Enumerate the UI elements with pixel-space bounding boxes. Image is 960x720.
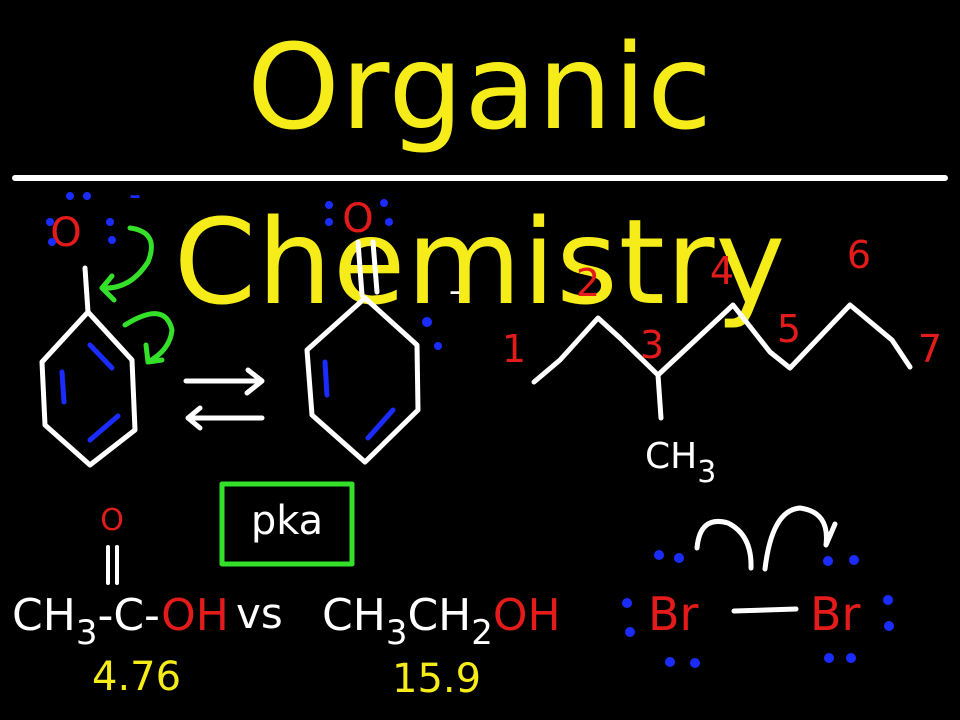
- equilibrium-arrow: [183, 367, 265, 431]
- pka-label: pka: [251, 498, 323, 544]
- phenoxide-structure: O -: [39, 175, 175, 468]
- negative-charge: -: [129, 175, 141, 215]
- zigzag-chain: [531, 302, 913, 385]
- pi-bonds: [59, 342, 121, 443]
- ethanol-formula: CH3CH2OH: [322, 590, 561, 653]
- bromine-atom-left: Br: [648, 587, 699, 641]
- bromine-molecule: Br Br: [622, 505, 894, 668]
- methyl-bond: [655, 372, 664, 421]
- pi-bonds: [322, 359, 396, 441]
- ethanol-pka: 15.9: [392, 656, 481, 702]
- carbonyl-double-bond: [106, 545, 119, 585]
- negative-charge: -: [449, 271, 461, 311]
- carbon-chain: 1 2 3 4 5 6 7 CH3: [502, 233, 942, 490]
- acetic-acid-formula: CH3-C-OH: [12, 590, 229, 653]
- benzene-ring: [39, 265, 138, 468]
- carbanion-structure: O -: [304, 196, 461, 465]
- fishhook-arrows: [694, 505, 838, 572]
- lone-pairs: [46, 192, 116, 246]
- oxygen-atom: O: [50, 210, 81, 256]
- carbon-number-4: 4: [710, 249, 734, 293]
- carbonyl-oxygen: O: [100, 503, 124, 538]
- carbon-numbers: 1 2 3 4 5 6 7: [502, 233, 942, 371]
- bromine-atom-right: Br: [810, 587, 861, 641]
- cyclohexadienone-ring: [304, 295, 421, 465]
- vs-label: vs: [236, 589, 283, 638]
- methyl-group: CH3: [645, 436, 716, 490]
- acetic-acid-pka: 4.76: [92, 654, 181, 700]
- carbon-number-7: 7: [918, 327, 942, 371]
- pka-comparison: pka O CH3-C-OH 4.76 vs CH3CH2OH 15.9: [12, 481, 561, 702]
- lone-pairs: [622, 550, 894, 668]
- br-br-bond: [731, 606, 799, 614]
- oxygen-atom: O: [342, 196, 373, 242]
- carbon-number-2: 2: [576, 261, 600, 305]
- lone-pairs: [325, 199, 442, 350]
- page-title: Organic Chemistry: [173, 18, 787, 331]
- carbon-number-5: 5: [777, 307, 801, 351]
- curved-arrows: [99, 225, 175, 365]
- carbon-number-3: 3: [640, 323, 664, 367]
- carbon-number-6: 6: [847, 233, 871, 277]
- pka-box: [219, 481, 355, 567]
- carbonyl-double-bond: [355, 239, 380, 298]
- divider-line: [12, 175, 948, 181]
- carbon-number-1: 1: [502, 327, 526, 371]
